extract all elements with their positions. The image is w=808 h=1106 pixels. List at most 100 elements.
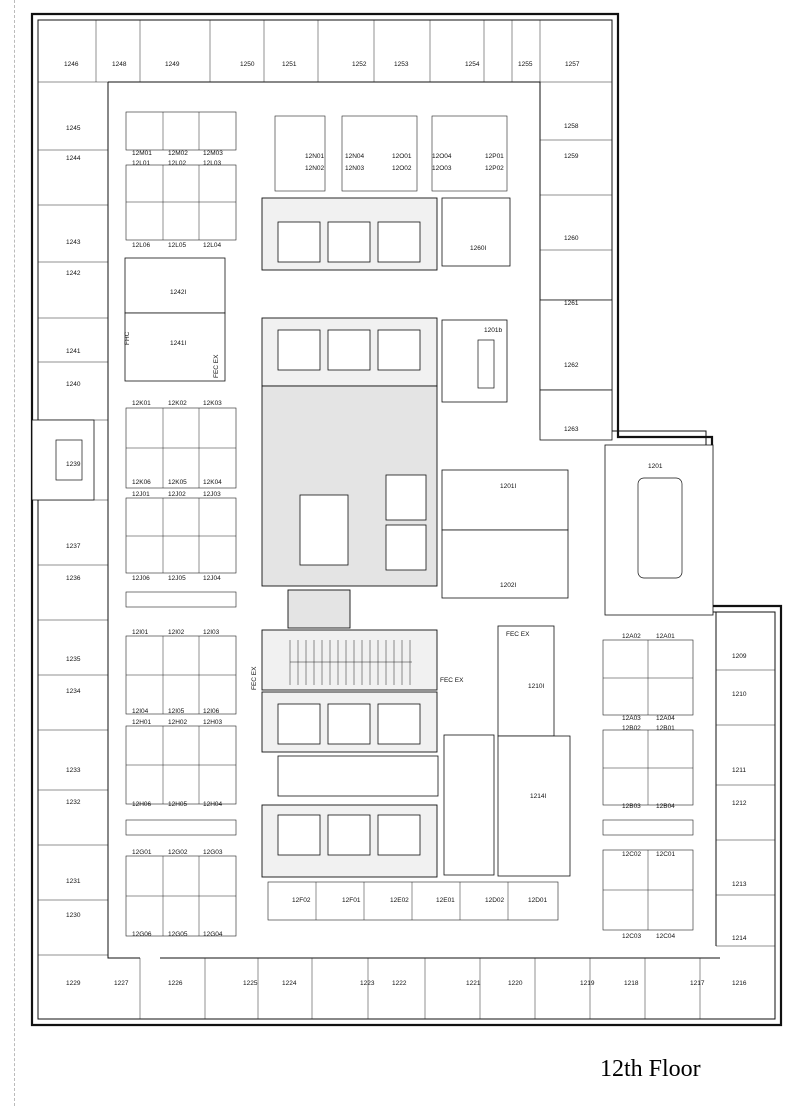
cubicle-label[interactable]: 12C02	[622, 851, 642, 858]
cubicle-label[interactable]: 12P02	[485, 165, 504, 172]
room-label[interactable]: 1258	[564, 123, 579, 130]
room-label[interactable]: 1201	[648, 463, 663, 470]
cubicle-label[interactable]: 12H05	[168, 801, 188, 808]
room-label[interactable]: 1223	[360, 980, 375, 987]
cubicle-label[interactable]: 12C03	[622, 933, 642, 940]
cubicle-label[interactable]: 12K03	[203, 400, 222, 407]
room-label[interactable]: 1261	[564, 300, 579, 307]
cubicle-label[interactable]: 12H06	[132, 801, 152, 808]
cubicle-label[interactable]: 12N02	[305, 165, 325, 172]
room-label[interactable]: 1236	[66, 575, 81, 582]
room-label[interactable]: 1242	[66, 270, 81, 277]
room-label[interactable]: 1244	[66, 155, 81, 162]
cubicle-label[interactable]: 12B02	[622, 725, 641, 732]
cubicle-label[interactable]: 12J04	[203, 575, 221, 582]
cubicle-label[interactable]: 12H01	[132, 719, 152, 726]
cubicle-label[interactable]: 12N03	[345, 165, 365, 172]
room-label[interactable]: 1229	[66, 980, 81, 987]
room-label[interactable]: 1260	[564, 235, 579, 242]
room-label[interactable]: 1219	[580, 980, 595, 987]
room-label[interactable]: 1241I	[170, 340, 186, 347]
cubicle-label[interactable]: 12G05	[168, 931, 188, 938]
cubicle-label[interactable]: 12M01	[132, 150, 152, 157]
room-label[interactable]: 1210I	[528, 683, 544, 690]
room-label[interactable]: 1220	[508, 980, 523, 987]
room-label[interactable]: 1262	[564, 362, 579, 369]
cubicle-label[interactable]: 12E01	[436, 897, 455, 904]
room-label[interactable]: 1230	[66, 912, 81, 919]
cubicle-label[interactable]: 12A01	[656, 633, 675, 640]
room-label[interactable]: 1252	[352, 61, 367, 68]
cubicle-label[interactable]: 12J01	[132, 491, 150, 498]
cubicle-label[interactable]: 12G04	[203, 931, 223, 938]
cubicle-label[interactable]: 12K04	[203, 479, 222, 486]
room-label[interactable]: 1218	[624, 980, 639, 987]
room-label[interactable]: 1213	[732, 881, 747, 888]
cubicle-label[interactable]: 12L06	[132, 242, 150, 249]
cubicle-label[interactable]: 12F01	[342, 897, 361, 904]
room-label[interactable]: 1225	[243, 980, 258, 987]
cubicle-label[interactable]: 12M02	[168, 150, 188, 157]
room-label[interactable]: 1222	[392, 980, 407, 987]
cubicle-label[interactable]: 12J03	[203, 491, 221, 498]
room-label[interactable]: 1241	[66, 348, 81, 355]
room-label[interactable]: 1248	[112, 61, 127, 68]
room-label[interactable]: 1235	[66, 656, 81, 663]
cubicle-label[interactable]: 12N01	[305, 153, 325, 160]
cubicle-label[interactable]: 12M03	[203, 150, 223, 157]
cubicle-label[interactable]: 12L03	[203, 160, 221, 167]
cubicle-label[interactable]: 12E02	[390, 897, 409, 904]
cubicle-label[interactable]: 12C01	[656, 851, 676, 858]
cubicle-label[interactable]: 12L05	[168, 242, 186, 249]
room-label[interactable]: 1240	[66, 381, 81, 388]
cubicle-label[interactable]: 12F02	[292, 897, 311, 904]
room-label[interactable]: 1250	[240, 61, 255, 68]
cubicle-label[interactable]: 12I04	[132, 708, 149, 715]
cubicle-label[interactable]: 12K06	[132, 479, 151, 486]
room-label[interactable]: 1233	[66, 767, 81, 774]
cubicle-label[interactable]: 12B04	[656, 803, 675, 810]
room-label[interactable]: 1221	[466, 980, 481, 987]
room-label[interactable]: 1227	[114, 980, 129, 987]
cubicle-label[interactable]: 12O02	[392, 165, 412, 172]
cubicle-label[interactable]: 12O03	[432, 165, 452, 172]
cubicle-label[interactable]: 12A02	[622, 633, 641, 640]
room-label[interactable]: 1243	[66, 239, 81, 246]
cubicle-label[interactable]: 12H03	[203, 719, 223, 726]
room-label[interactable]: 1263	[564, 426, 579, 433]
cubicle-label[interactable]: 12H04	[203, 801, 223, 808]
cubicle-label[interactable]: 12N04	[345, 153, 365, 160]
cubicle-label[interactable]: 12K05	[168, 479, 187, 486]
cubicle-label[interactable]: 12K01	[132, 400, 151, 407]
cubicle-label[interactable]: 12I03	[203, 629, 220, 636]
cubicle-label[interactable]: 12A04	[656, 715, 675, 722]
cubicle-label[interactable]: 12I06	[203, 708, 220, 715]
room-label[interactable]: 1237	[66, 543, 81, 550]
room-label[interactable]: 1249	[165, 61, 180, 68]
cubicle-label[interactable]: 12H02	[168, 719, 188, 726]
room-label[interactable]: 1255	[518, 61, 533, 68]
cubicle-label[interactable]: 12P01	[485, 153, 504, 160]
cubicle-label[interactable]: 12K02	[168, 400, 187, 407]
cubicle-label[interactable]: 12L01	[132, 160, 150, 167]
room-label[interactable]: 1251	[282, 61, 297, 68]
room-label[interactable]: 1254	[465, 61, 480, 68]
cubicle-label[interactable]: 12O01	[392, 153, 412, 160]
room-label[interactable]: 1260I	[470, 245, 486, 252]
room-label[interactable]: 1224	[282, 980, 297, 987]
room-label[interactable]: 1259	[564, 153, 579, 160]
cubicle-label[interactable]: 12J05	[168, 575, 186, 582]
cubicle-label[interactable]: 12B03	[622, 803, 641, 810]
cubicle-label[interactable]: 12G02	[168, 849, 188, 856]
cubicle-label[interactable]: 12D02	[485, 897, 505, 904]
room-label[interactable]: 1212	[732, 800, 747, 807]
room-label[interactable]: 1245	[66, 125, 81, 132]
room-label[interactable]: 1210	[732, 691, 747, 698]
room-label[interactable]: 1246	[64, 61, 79, 68]
cubicle-label[interactable]: 12J06	[132, 575, 150, 582]
room-label[interactable]: 1214	[732, 935, 747, 942]
cubicle-label[interactable]: 12G01	[132, 849, 152, 856]
cubicle-label[interactable]: 12I01	[132, 629, 149, 636]
room-label[interactable]: 1226	[168, 980, 183, 987]
room-label[interactable]: 1209	[732, 653, 747, 660]
